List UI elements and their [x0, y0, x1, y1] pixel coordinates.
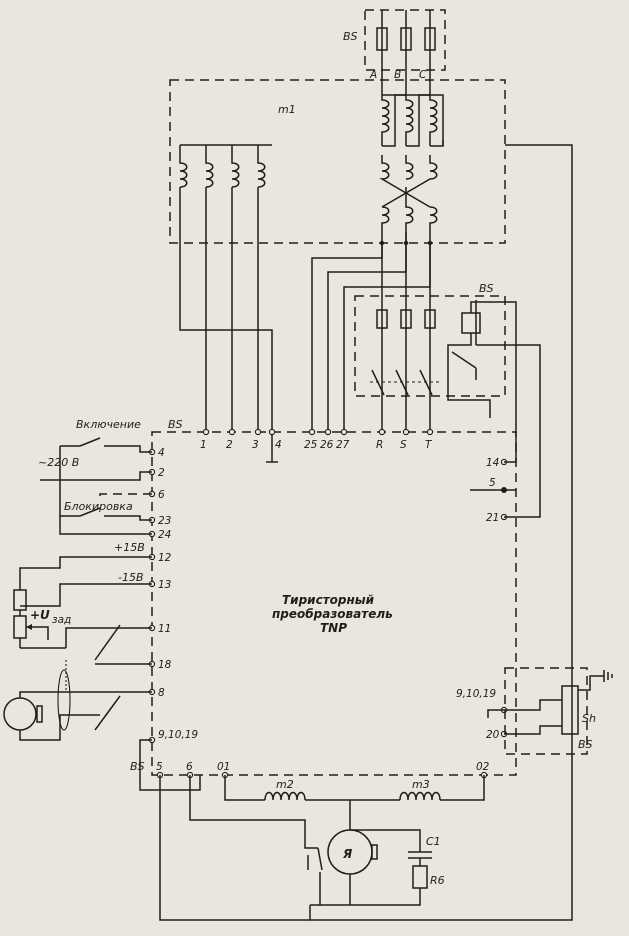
return-wires	[309, 140, 573, 921]
u-ref-label: +U	[30, 608, 50, 622]
left-terminal-6: 6	[158, 489, 165, 501]
left-terminal-24: 24	[158, 529, 171, 541]
left-terminal-23: 23	[158, 515, 171, 527]
transformer-m1: m1	[169, 79, 506, 246]
voltage-label: ~220 В	[38, 456, 79, 469]
m3-label: m3	[412, 778, 430, 791]
phase-c-label: C	[419, 69, 427, 81]
plus15-label: +15В	[114, 541, 145, 554]
left-terminal-13: 13	[158, 579, 171, 591]
left-terminals: 4 2 6 23 24 12 13 11 18 8 9,10,19	[148, 447, 198, 744]
left-terminal-2: 2	[158, 467, 165, 479]
converter-box: BS Тиристорный преобразователь TNP	[151, 418, 517, 776]
right-terminals: 14 5 21 9,10,19 20	[456, 300, 516, 741]
c1-label: C1	[426, 835, 441, 848]
top-terminal-3: 3	[252, 439, 259, 451]
top-terminals: 1 2 3 4 25 26 27 R S T	[200, 428, 434, 451]
shunt-block: Sh BS	[487, 667, 613, 755]
power-switch-block: BS	[354, 243, 541, 518]
top-terminal-t: T	[425, 439, 433, 451]
enable-label: Включение	[76, 418, 141, 431]
mid-bs-label: BS	[479, 282, 494, 295]
top-terminal-27: 27	[336, 439, 350, 451]
converter-title-3: TNP	[320, 621, 347, 635]
right-terminal-5: 5	[489, 477, 496, 489]
top-terminal-1: 1	[200, 439, 207, 451]
top-terminal-4: 4	[275, 439, 282, 451]
top-terminal-25: 25	[304, 439, 318, 451]
top-terminal-r: R	[376, 439, 383, 451]
top-terminal-26: 26	[320, 439, 334, 451]
m2-label: m2	[276, 778, 294, 791]
power-input: Включение ~220 В Блокировка	[38, 418, 152, 535]
left-terminal-12: 12	[158, 552, 172, 564]
bottom-terminal-01: 01	[217, 761, 230, 773]
phase-b-label: B	[394, 69, 401, 81]
top-fuse-block: BS A B C	[343, 9, 446, 88]
motor-circuit: m2 m3 Я C1 R6	[159, 775, 485, 921]
top-terminal-2: 2	[226, 439, 233, 451]
right-terminal-21: 21	[486, 512, 499, 524]
right-terminal-14: 14	[486, 457, 499, 469]
bottom-bs-label: BS	[130, 760, 145, 773]
right-terminal-20: 20	[486, 729, 500, 741]
m1-label: m1	[278, 103, 296, 116]
reference-circuit: +15В -15В +U зад	[13, 541, 152, 690]
left-terminal-18: 18	[158, 659, 172, 671]
left-terminal-4: 4	[158, 447, 165, 459]
sync-wires	[311, 243, 431, 432]
right-terminal-9-10-19: 9,10,19	[456, 688, 496, 700]
bottom-terminal-5: 5	[156, 761, 163, 773]
sh-label: Sh	[582, 712, 596, 725]
left-terminal-11: 11	[158, 623, 171, 635]
bottom-terminal-02: 02	[476, 761, 490, 773]
tachogenerator	[3, 669, 152, 741]
sh-bs-label: BS	[578, 738, 593, 751]
blocking-label: Блокировка	[64, 500, 133, 513]
left-terminal-8: 8	[158, 687, 165, 699]
minus15-label: -15В	[118, 571, 144, 584]
phase-a-label: A	[369, 69, 377, 81]
converter-bs-label: BS	[168, 418, 183, 431]
motor-armature-label: Я	[342, 847, 352, 861]
left-terminal-9-10-19: 9,10,19	[158, 729, 198, 741]
u-ref-sub-label: зад	[52, 614, 71, 626]
bottom-terminal-6: 6	[186, 761, 193, 773]
top-bs-label: BS	[343, 30, 358, 43]
control-wires	[179, 187, 278, 463]
converter-title-2: преобразователь	[272, 607, 393, 621]
left-link	[139, 739, 201, 791]
converter-title-1: Тиристорный	[282, 593, 375, 607]
top-terminal-s: S	[400, 439, 407, 451]
r6-label: R6	[430, 874, 445, 887]
